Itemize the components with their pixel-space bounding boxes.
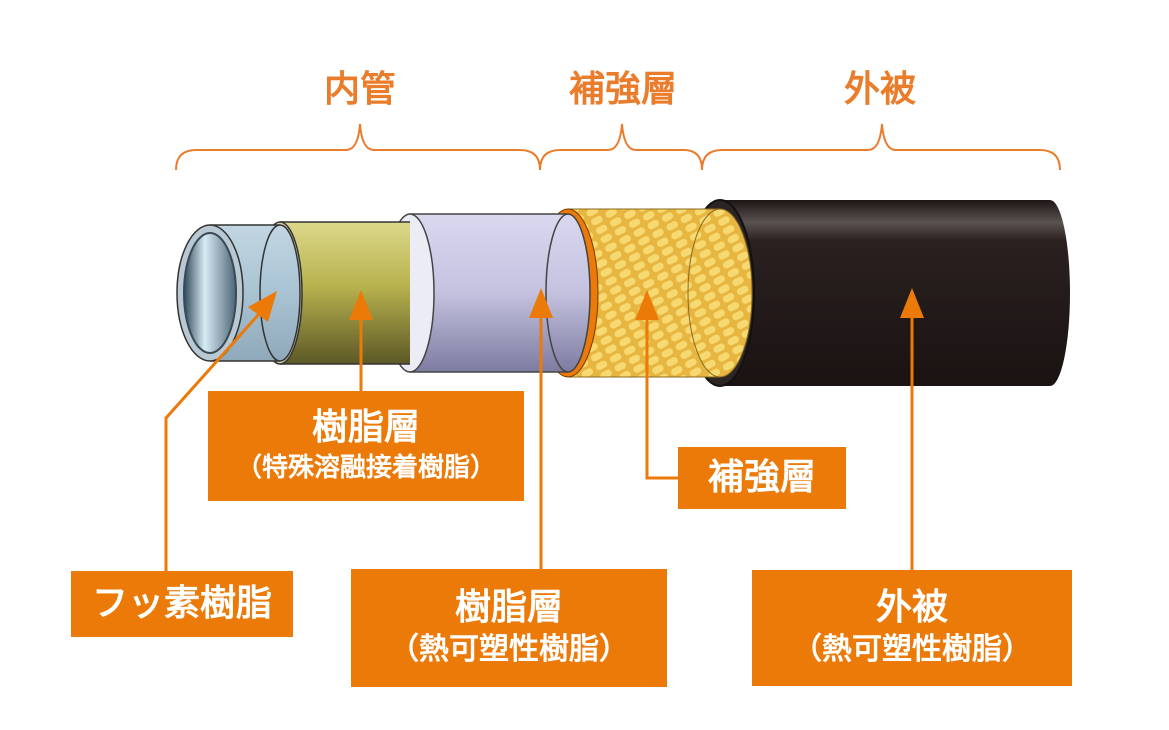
label-sub: （熱可塑性樹脂） — [792, 632, 1032, 667]
label-main: 樹脂層 — [454, 587, 563, 628]
leader-fluororesin — [164, 302, 270, 575]
brace-cover — [701, 123, 1061, 171]
arrowhead-reinforcement — [635, 290, 659, 320]
leader-lines — [164, 302, 914, 575]
label-thermoplastic-resin-layer: 樹脂層 （熱可塑性樹脂） — [351, 569, 667, 687]
label-outer-cover: 外被 （熱可塑性樹脂） — [752, 570, 1072, 686]
label-adhesive-resin-layer: 樹脂層 （特殊溶融接着樹脂） — [208, 391, 524, 501]
arrowhead-outer-cover — [900, 288, 924, 318]
fluororesin-layer — [176, 224, 301, 362]
label-main: 樹脂層 — [311, 407, 420, 448]
label-sub: （特殊溶融接着樹脂） — [235, 453, 496, 483]
label-main: 外被 — [875, 587, 948, 628]
arrowhead-thermoplastic-resin — [529, 288, 553, 318]
arrowhead-adhesive-resin — [349, 290, 373, 320]
brace-reinforcement — [539, 123, 703, 171]
arrowheads — [248, 288, 924, 322]
leader-reinforcement — [645, 310, 690, 480]
section-title-cover: 外被 — [843, 69, 916, 110]
brace-inner-tube — [175, 123, 541, 171]
label-sub: （熱可塑性樹脂） — [389, 632, 629, 667]
section-title-reinforcement: 補強層 — [568, 69, 677, 110]
label-main: フッ素樹脂 — [91, 583, 272, 624]
section-title-inner-tube: 内管 — [323, 69, 396, 110]
label-main: 補強層 — [707, 457, 816, 498]
section-braces — [175, 123, 1061, 171]
label-reinforcement-layer: 補強層 — [678, 447, 846, 509]
arrowhead-fluororesin — [248, 291, 277, 322]
label-fluororesin: フッ素樹脂 — [71, 571, 293, 637]
thermoplastic-resin-layer — [385, 213, 591, 373]
